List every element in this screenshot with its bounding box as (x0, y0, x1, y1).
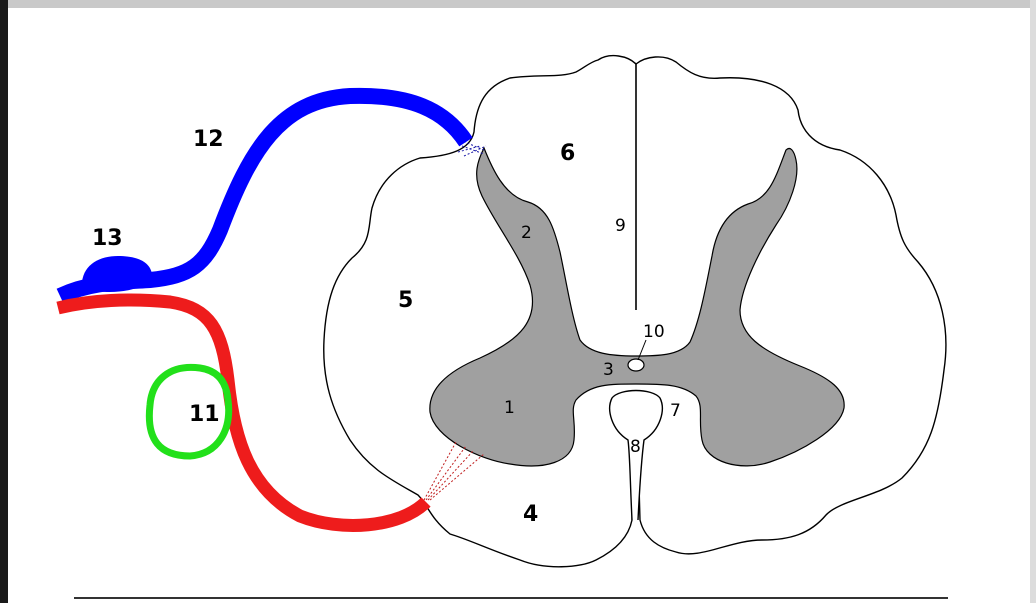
label-2: 2 (521, 223, 532, 243)
highlight-circle (145, 363, 233, 460)
label-8: 8 (630, 437, 641, 457)
central-canal (627, 358, 645, 372)
label-11: 11 (189, 402, 220, 427)
gray-matter (429, 146, 845, 467)
bottom-rule (74, 597, 948, 599)
label-4: 4 (523, 502, 538, 527)
label-10-leader (637, 339, 647, 361)
label-13: 13 (92, 226, 123, 251)
ventral-median-fissure (609, 389, 663, 521)
label-9: 9 (615, 216, 626, 236)
window-left-border (0, 0, 8, 603)
label-10: 10 (643, 322, 665, 342)
label-6: 6 (560, 141, 575, 166)
ventral-rootlets (423, 441, 485, 501)
label-7: 7 (670, 401, 681, 421)
label-12: 12 (193, 127, 224, 152)
label-1: 1 (504, 398, 515, 418)
dorsal-root-ganglion (82, 256, 152, 292)
label-3: 3 (603, 360, 614, 380)
window-right-border (1030, 0, 1036, 603)
window-top-border (0, 0, 1036, 8)
label-5: 5 (398, 288, 413, 313)
